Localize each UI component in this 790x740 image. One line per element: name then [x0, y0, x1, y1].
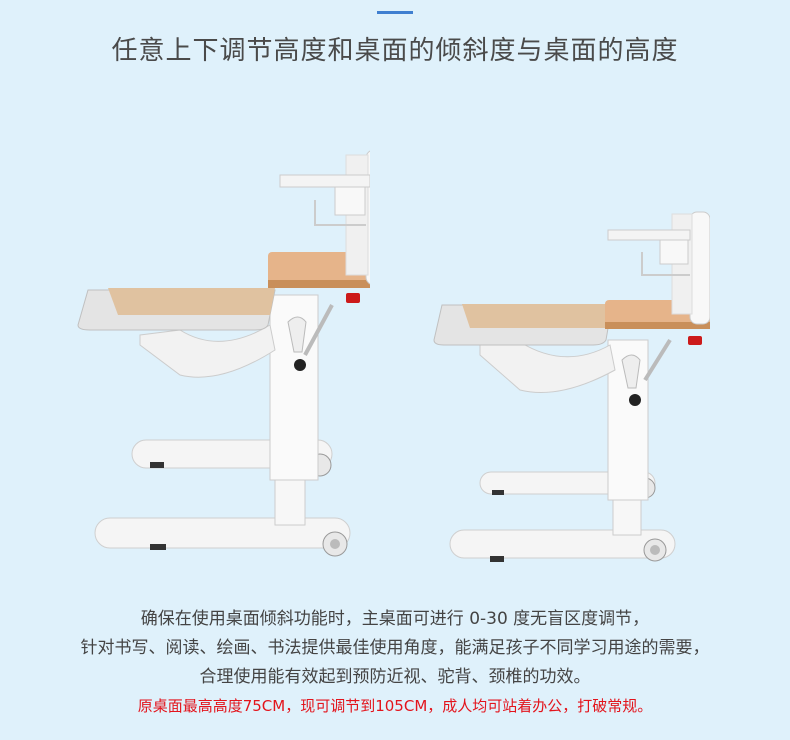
desk-high-position-image: [70, 140, 370, 560]
description-line-1: 确保在使用桌面倾斜功能时，主桌面可进行 0-30 度无盲区度调节，: [140, 609, 650, 629]
title-accent-bar: [377, 11, 413, 14]
desk-low-position-image: [420, 200, 710, 565]
description-line-3: 合理使用能有效起到预防近视、驼背、颈椎的功效。: [199, 667, 591, 687]
description-line-2: 针对书写、阅读、绘画、书法提供最佳使用角度，能满足孩子不同学习用途的需要，: [80, 638, 710, 658]
highlight-note: 原桌面最高高度75CM，现可调节到105CM，成人均可站着办公，打破常规。: [137, 697, 653, 715]
page-title: 任意上下调节高度和桌面的倾斜度与桌面的高度: [111, 36, 679, 66]
